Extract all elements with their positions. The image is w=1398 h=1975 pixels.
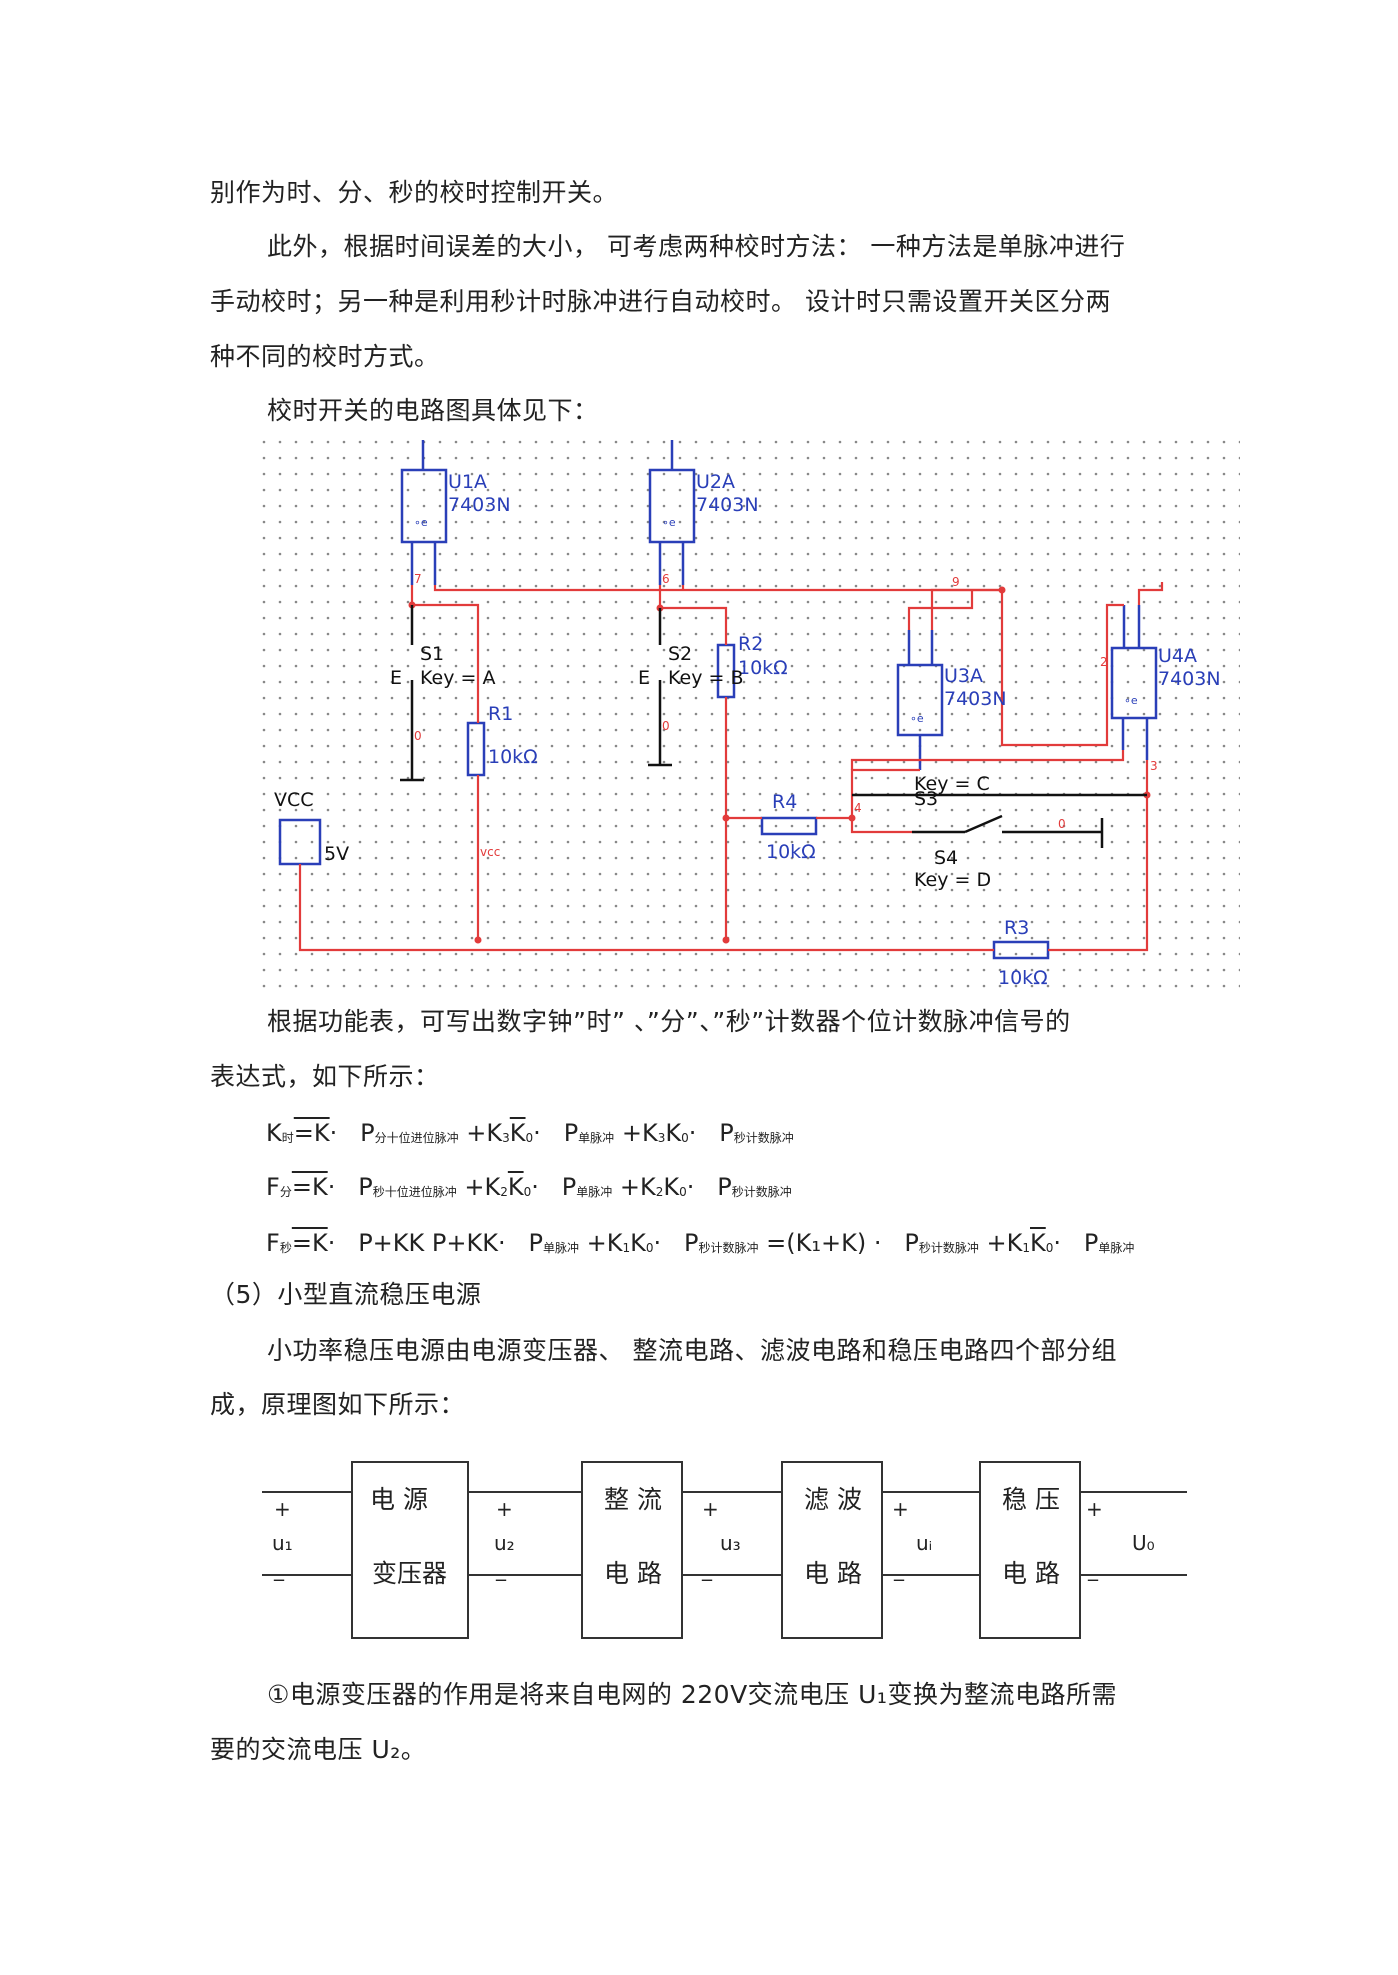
r1-value: 10kΩ: [488, 746, 538, 768]
rectifier-label-2: 电 路: [604, 1559, 662, 1588]
u2-name: U2A: [696, 471, 735, 493]
u2a-gate: [648, 468, 696, 544]
u1-name: U1A: [448, 471, 487, 493]
transformer-label-2: 变压器: [372, 1559, 447, 1588]
u4a-gate: [1110, 646, 1158, 720]
node-9: 9: [952, 575, 960, 589]
text-line-9: 成，原理图如下所示：: [210, 1390, 466, 1419]
minus-4: _: [893, 1557, 905, 1581]
plus-4: +: [892, 1497, 909, 1521]
minus-3: _: [701, 1557, 713, 1581]
r3-value: 10kΩ: [998, 967, 1048, 989]
node-0c: 0: [1058, 817, 1066, 831]
minus-5: _: [1087, 1557, 1099, 1581]
section-heading-5: （5）小型直流稳压电源: [210, 1280, 482, 1309]
text-line-2: 此外，根据时间误差的大小， 可考虑两种校时方法： 一种方法是单脉冲进行: [267, 232, 1126, 261]
node-0a: 0: [414, 729, 422, 743]
text-line-1: 别作为时、分、秒的校时控制开关。: [210, 178, 619, 207]
s2-key: Key = B: [668, 667, 743, 689]
u3-part: 7403N: [944, 688, 1007, 710]
r2-name: R2: [738, 633, 763, 655]
s2-e-label: E: [638, 667, 650, 689]
regulator-label-2: 电 路: [1002, 1559, 1060, 1588]
node-0b: 0: [662, 719, 670, 733]
plus-5: +: [1086, 1497, 1103, 1521]
equation-second: F秒=K· P+KK P+KK· P单脉冲 +K1K0· P秒计数脉冲 =(K₁…: [266, 1229, 1135, 1257]
vcc-net-label: vcc: [480, 845, 500, 859]
regulator-label-1: 稳 压: [1002, 1485, 1060, 1514]
s4-name: S4: [934, 847, 958, 869]
filter-box: [781, 1461, 883, 1639]
r4-name: R4: [772, 791, 797, 813]
u4-name: U4A: [1158, 645, 1197, 667]
minus-2: _: [495, 1557, 507, 1581]
rectifier-label-1: 整 流: [604, 1485, 662, 1514]
text-line-6: 根据功能表，可写出数字钟”时” 、”分”、”秒”计数器个位计数脉冲信号的: [267, 1007, 1071, 1036]
u4-bubble: ∘e: [1124, 694, 1138, 707]
u3-name: U3A: [944, 665, 983, 687]
s1-e-label: E: [390, 667, 402, 689]
u3-label: u₃: [720, 1531, 741, 1555]
filter-label-1: 滤 波: [804, 1485, 862, 1514]
s3-key: Key = C: [914, 773, 990, 795]
text-line-10: ①电源变压器的作用是将来自电网的 220V交流电压 U₁变换为整流电路所需: [267, 1680, 1117, 1709]
power-supply-block-diagram: 电 源 变压器 整 流 电 路 滤 波 电 路 稳 压 电 路 + u₁ _ +…: [262, 1461, 1187, 1639]
u1-label: u₁: [272, 1531, 293, 1555]
r4-value: 10kΩ: [766, 841, 816, 863]
u3-bubble: ∘e: [910, 712, 924, 725]
text-line-7: 表达式，如下所示：: [210, 1062, 440, 1091]
filter-label-2: 电 路: [804, 1559, 862, 1588]
s1-name: S1: [420, 643, 444, 665]
u2-label: u₂: [494, 1531, 515, 1555]
node-7: 7: [414, 572, 422, 586]
minus-1: _: [273, 1557, 285, 1581]
plus-1: +: [274, 1497, 291, 1521]
u4-part: 7403N: [1158, 668, 1221, 690]
transformer-label-1: 电 源: [370, 1485, 428, 1514]
r3-name: R3: [1004, 917, 1029, 939]
plus-2: +: [496, 1497, 513, 1521]
text-line-5: 校时开关的电路图具体见下：: [267, 396, 599, 425]
timing-switch-circuit: ∘e ∘e ∘e ∘e: [262, 440, 1240, 995]
transformer-box: [351, 1461, 469, 1639]
uo-label: U₀: [1132, 1531, 1155, 1555]
equation-minute: F分=K· P秒十位进位脉冲 +K2K0· P单脉冲 +K2K0· P秒计数脉冲: [266, 1173, 792, 1201]
node-2: 2: [1100, 655, 1108, 669]
text-line-8: 小功率稳压电源由电源变压器、 整流电路、滤波电路和稳压电路四个部分组: [267, 1336, 1117, 1365]
u2-part: 7403N: [696, 494, 759, 516]
u1a-gate: [400, 468, 448, 544]
vcc-voltage: 5V: [324, 843, 349, 865]
equation-hour: K时=K· P分十位进位脉冲 +K3K0· P单脉冲 +K3K0· P秒计数脉冲: [266, 1119, 794, 1147]
s3-name: S3: [914, 788, 938, 810]
rectifier-box: [581, 1461, 683, 1639]
plus-3: +: [702, 1497, 719, 1521]
s1-key: Key = A: [420, 667, 495, 689]
vcc-label: VCC: [274, 789, 314, 811]
u1-bubble: ∘e: [414, 516, 428, 529]
ui-label: uᵢ: [916, 1531, 932, 1555]
node-3: 3: [1150, 759, 1158, 773]
grid-background: [262, 440, 1240, 995]
text-line-11: 要的交流电压 U₂。: [210, 1735, 427, 1764]
regulator-box: [979, 1461, 1081, 1639]
r1-resistor: [466, 721, 486, 777]
u2-bubble: ∘e: [662, 516, 676, 529]
node-4: 4: [854, 801, 862, 815]
s4-key: Key = D: [914, 869, 991, 891]
u1-part: 7403N: [448, 494, 511, 516]
s2-name: S2: [668, 643, 692, 665]
text-line-4: 种不同的校时方式。: [210, 342, 440, 371]
text-line-3: 手动校时；另一种是利用秒计时脉冲进行自动校时。 设计时只需设置开关区分两: [210, 287, 1111, 316]
r4-resistor: [760, 816, 818, 836]
r2-value: 10kΩ: [738, 657, 788, 679]
r1-name: R1: [488, 703, 513, 725]
node-6: 6: [662, 572, 670, 586]
